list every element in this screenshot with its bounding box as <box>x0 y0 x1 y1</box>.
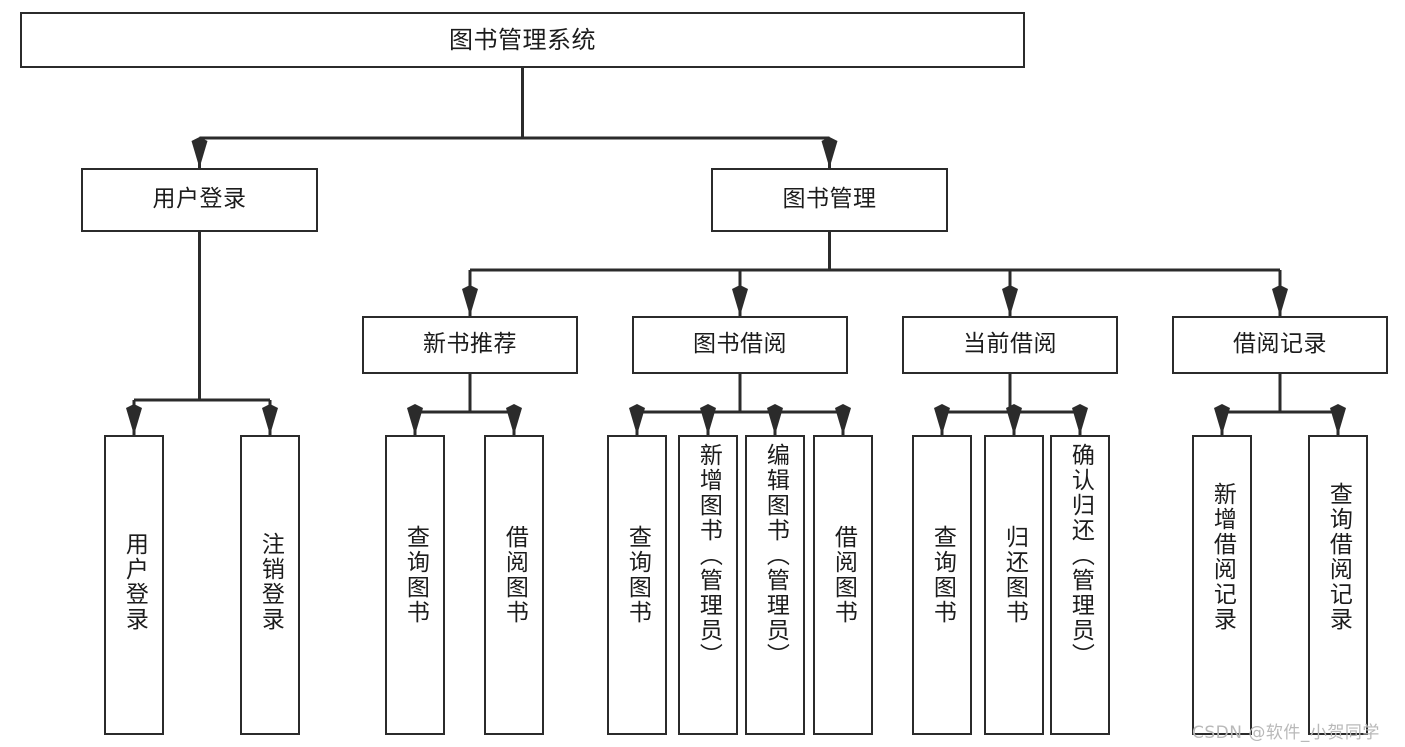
arrowhead <box>1006 404 1022 435</box>
node-leaf-query-2[interactable]: 查询图书 <box>607 435 667 735</box>
arrowhead <box>1072 404 1088 435</box>
node-leaf-borrow-1[interactable]: 借阅图书 <box>484 435 544 735</box>
node-borrow-record[interactable]: 借阅记录 <box>1172 316 1388 374</box>
node-label-book-manage: 图书管理 <box>782 186 877 213</box>
node-label-leaf-logout: 注销登录 <box>257 532 284 632</box>
node-leaf-borrow-2[interactable]: 借阅图书 <box>813 435 873 735</box>
node-current-borrow[interactable]: 当前借阅 <box>902 316 1118 374</box>
arrowhead <box>191 137 208 168</box>
node-label-root: 图书管理系统 <box>449 25 596 54</box>
node-label-leaf-borrow-2: 借阅图书 <box>830 525 857 625</box>
node-label-user-login: 用户登录 <box>152 186 247 213</box>
node-label-leaf-add-book: 新增图书（管理员） <box>695 443 722 668</box>
node-leaf-return[interactable]: 归还图书 <box>984 435 1044 735</box>
arrowhead <box>629 404 645 435</box>
arrowhead <box>1002 285 1018 316</box>
node-leaf-query-3[interactable]: 查询图书 <box>912 435 972 735</box>
node-leaf-edit-book[interactable]: 编辑图书（管理员） <box>745 435 805 735</box>
node-leaf-query-rec[interactable]: 查询借阅记录 <box>1308 435 1368 735</box>
node-label-new-book-rec: 新书推荐 <box>423 331 517 358</box>
arrowhead <box>821 137 838 168</box>
arrowhead <box>407 404 423 435</box>
node-leaf-confirm[interactable]: 确认归还（管理员） <box>1050 435 1110 735</box>
node-label-book-borrow: 图书借阅 <box>693 331 787 358</box>
node-book-manage[interactable]: 图书管理 <box>711 168 948 232</box>
node-label-leaf-borrow-1: 借阅图书 <box>501 525 528 625</box>
node-label-leaf-add-rec: 新增借阅记录 <box>1209 482 1236 632</box>
node-label-leaf-edit-book: 编辑图书（管理员） <box>762 443 789 668</box>
node-label-leaf-confirm: 确认归还（管理员） <box>1067 443 1094 668</box>
node-leaf-logout[interactable]: 注销登录 <box>240 435 300 735</box>
arrowhead <box>934 404 950 435</box>
node-label-leaf-query-1: 查询图书 <box>402 525 429 625</box>
node-user-login[interactable]: 用户登录 <box>81 168 318 232</box>
arrowhead <box>126 404 142 435</box>
arrowhead <box>1214 404 1230 435</box>
arrowhead <box>506 404 522 435</box>
node-label-current-borrow: 当前借阅 <box>963 331 1057 358</box>
arrowhead <box>1272 285 1288 316</box>
arrowhead <box>1330 404 1346 435</box>
node-leaf-query-1[interactable]: 查询图书 <box>385 435 445 735</box>
node-label-leaf-query-3: 查询图书 <box>929 525 956 625</box>
node-leaf-add-book[interactable]: 新增图书（管理员） <box>678 435 738 735</box>
node-book-borrow[interactable]: 图书借阅 <box>632 316 848 374</box>
node-label-leaf-return: 归还图书 <box>1001 525 1028 625</box>
arrowhead <box>462 285 478 316</box>
node-label-borrow-record: 借阅记录 <box>1233 331 1327 358</box>
arrowhead <box>767 404 783 435</box>
arrowhead <box>835 404 851 435</box>
node-label-leaf-query-rec: 查询借阅记录 <box>1325 482 1352 632</box>
node-new-book-rec[interactable]: 新书推荐 <box>362 316 578 374</box>
node-root[interactable]: 图书管理系统 <box>20 12 1025 68</box>
arrowhead <box>732 285 748 316</box>
node-leaf-user-login[interactable]: 用户登录 <box>104 435 164 735</box>
node-label-leaf-query-2: 查询图书 <box>624 525 651 625</box>
arrowhead <box>262 404 278 435</box>
node-label-leaf-user-login: 用户登录 <box>121 532 148 632</box>
node-leaf-add-rec[interactable]: 新增借阅记录 <box>1192 435 1252 735</box>
arrowhead <box>700 404 716 435</box>
